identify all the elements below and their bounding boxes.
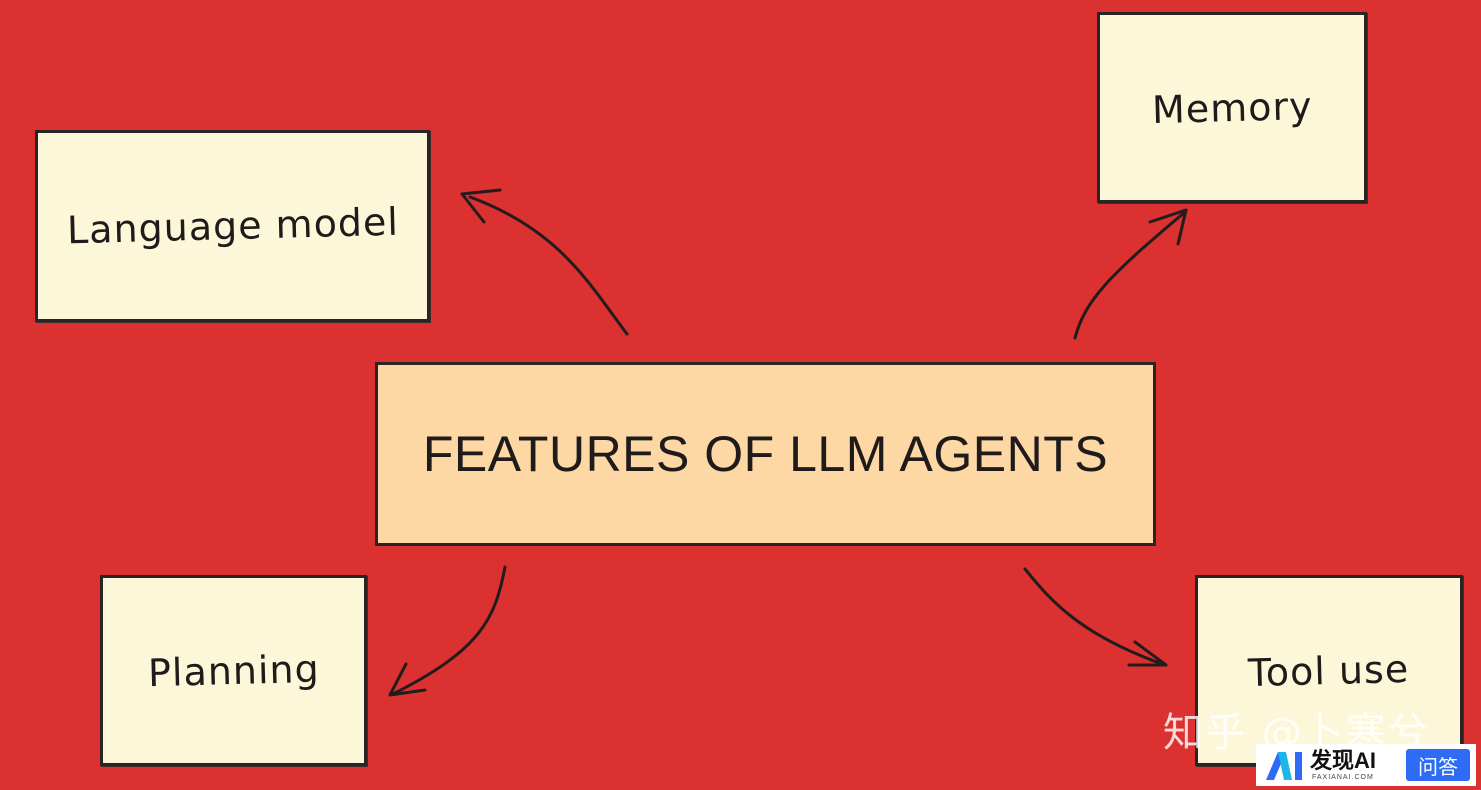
arrow-to-tool-use xyxy=(1023,567,1167,667)
arrow-to-language-model xyxy=(468,195,629,336)
tool-use-label: Tool use xyxy=(1247,646,1411,695)
center-label: FEATURES OF LLM AGENTS xyxy=(422,426,1109,482)
arrowhead-planning xyxy=(388,662,427,697)
arrowhead-tool-use xyxy=(1127,640,1168,667)
faxianai-badge[interactable]: 发现AI FAXIANAI.COM 问答 xyxy=(1256,744,1476,786)
badge-sub: FAXIANAI.COM xyxy=(1312,774,1374,781)
memory-label: Memory xyxy=(1151,83,1313,132)
arrowhead-language-model xyxy=(460,188,502,224)
center-node: FEATURES OF LLM AGENTS xyxy=(375,362,1156,546)
qa-button[interactable]: 问答 xyxy=(1406,749,1470,781)
planning-label: Planning xyxy=(147,646,320,695)
arrow-to-memory xyxy=(1073,210,1187,340)
memory-node: Memory xyxy=(1097,12,1367,203)
language-model-node: Language model xyxy=(35,130,430,322)
arrowhead-memory xyxy=(1148,208,1188,246)
planning-node: Planning xyxy=(100,575,367,766)
tool-use-node: Tool use xyxy=(1195,575,1463,766)
language-model-label: Language model xyxy=(66,199,399,253)
ai-logo-icon xyxy=(1266,752,1302,780)
badge-name: 发现AI xyxy=(1310,748,1377,773)
arrow-to-planning xyxy=(391,565,507,696)
